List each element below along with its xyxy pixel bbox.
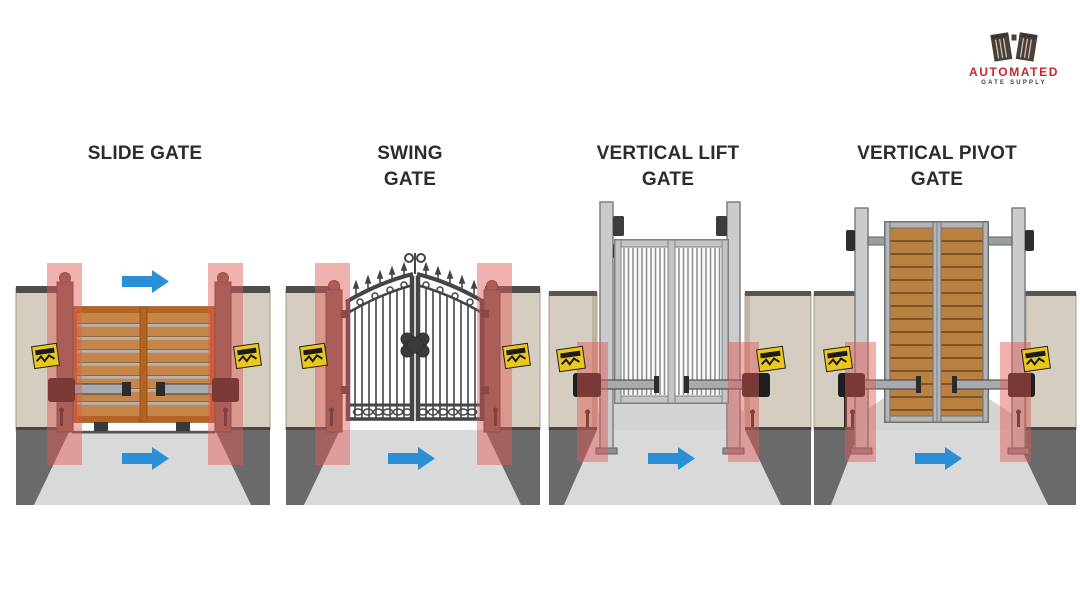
hazard-zone-right xyxy=(728,342,759,462)
warning-label-left-icon xyxy=(31,342,60,370)
shoulder-left xyxy=(814,430,860,505)
photo-eye-icon xyxy=(585,409,755,427)
vertical-lift-gate-graphic xyxy=(614,239,729,404)
gate-operator-left-icon xyxy=(48,378,131,402)
gate-operator-right-icon xyxy=(156,378,239,402)
brand-logo: AUTOMATED GATE SUPPLY xyxy=(958,30,1070,86)
swing-gate-illustration xyxy=(285,253,541,505)
slide-gate-graphic xyxy=(71,306,216,434)
gate-operator-left-icon xyxy=(838,373,921,427)
warning-label-left-icon xyxy=(556,345,586,373)
panel-title-vertical-lift-gate: VERTICAL LIFT GATE xyxy=(533,141,803,193)
gate-operator-right-icon xyxy=(952,373,1035,397)
pivot-axle-right xyxy=(985,230,1034,251)
warning-label-left-icon xyxy=(299,342,328,370)
photo-eye-icon xyxy=(329,407,498,426)
shoulder-left xyxy=(16,430,70,505)
title-line: VERTICAL PIVOT xyxy=(857,143,1017,164)
shoulder-left xyxy=(549,430,597,505)
vertical-lift-gate-illustration xyxy=(548,201,812,505)
gate-medallion xyxy=(400,332,430,358)
panel-swing-gate xyxy=(280,190,550,505)
direction-arrow-top-icon xyxy=(122,270,169,293)
vertical-pivot-gate-illustration xyxy=(813,207,1077,505)
driveway xyxy=(34,430,251,505)
driveway xyxy=(304,430,521,505)
photo-eye-icon xyxy=(850,409,1021,427)
panel-title-swing-gate: SWING GATE xyxy=(275,141,545,193)
panel-slide-gate xyxy=(10,190,280,505)
title-line: GATE xyxy=(383,169,437,190)
warning-label-right-icon xyxy=(1021,345,1051,373)
brand-name: AUTOMATED xyxy=(969,65,1059,79)
gate-operator-left-icon xyxy=(573,373,659,397)
title-line: SWING xyxy=(377,143,443,164)
title-line: GATE xyxy=(641,169,695,190)
title-line: SLIDE GATE xyxy=(87,143,203,164)
warning-label-right-icon xyxy=(233,342,262,370)
direction-arrow-bottom-icon xyxy=(388,447,435,470)
photo-eye-icon xyxy=(59,407,228,426)
panel-title-slide-gate: SLIDE GATE xyxy=(10,141,280,167)
direction-arrow-bottom-icon xyxy=(915,447,962,470)
panel-title-vertical-pivot-gate: VERTICAL PIVOT GATE xyxy=(802,141,1072,193)
gate-operator-right-icon xyxy=(684,373,770,397)
panel-vertical-pivot-gate xyxy=(810,190,1080,505)
shoulder-right xyxy=(745,430,811,505)
brand-tagline: GATE SUPPLY xyxy=(981,80,1047,86)
warning-label-right-icon xyxy=(756,345,786,373)
vertical-pivot-gate-graphic xyxy=(884,221,989,423)
panel-vertical-lift-gate xyxy=(545,190,815,505)
shoulder-right xyxy=(215,430,270,505)
direction-arrow-bottom-icon xyxy=(122,447,169,470)
shoulder-left xyxy=(286,430,340,505)
title-line: VERTICAL LIFT xyxy=(596,143,740,164)
shoulder-right xyxy=(485,430,540,505)
open-double-gate-icon xyxy=(990,32,1038,62)
swing-gate-graphic xyxy=(341,253,489,421)
title-line: GATE xyxy=(910,169,964,190)
driveway xyxy=(831,430,1048,505)
warning-label-right-icon xyxy=(502,342,531,370)
warning-label-left-icon xyxy=(823,345,853,373)
gate-wheels xyxy=(72,422,215,434)
direction-arrow-bottom-icon xyxy=(648,447,695,470)
slide-gate-illustration xyxy=(15,263,271,505)
